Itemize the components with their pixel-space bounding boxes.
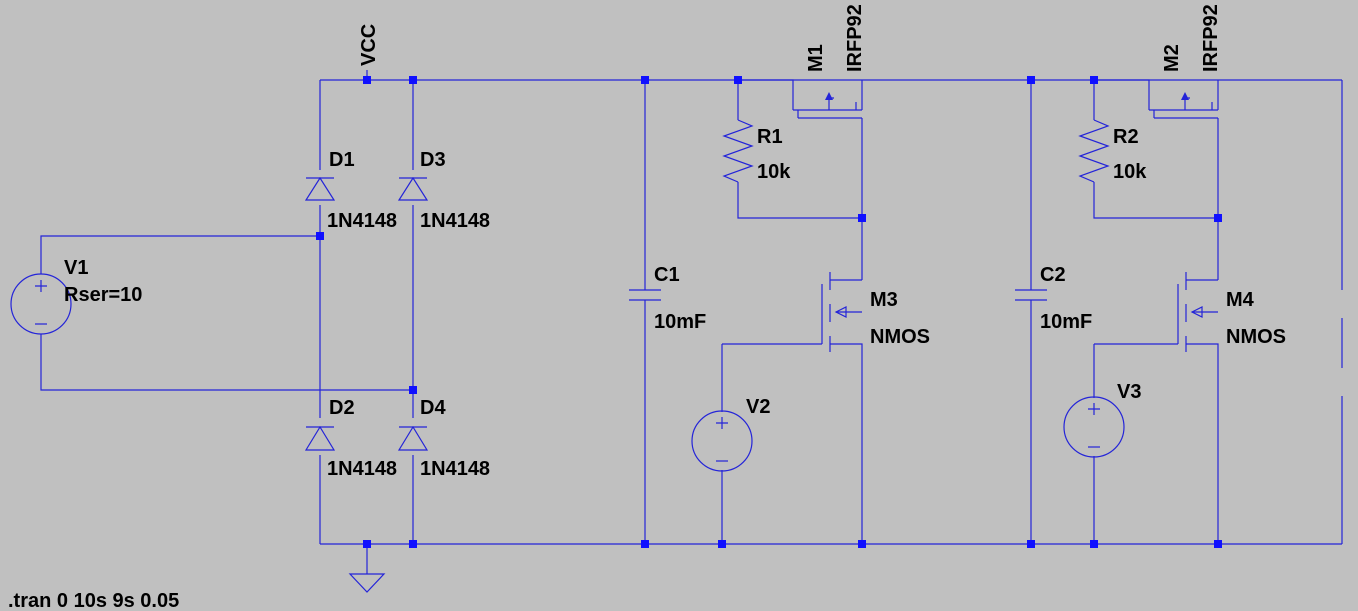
r2-name: R2 xyxy=(1113,126,1139,148)
c2-value: 10mF xyxy=(1040,311,1092,333)
r1-value: 10k xyxy=(757,161,791,183)
m4-name: M4 xyxy=(1226,289,1255,311)
nmos-m3[interactable] xyxy=(821,272,862,352)
capacitor-c2[interactable] xyxy=(1015,289,1047,301)
junctions xyxy=(316,76,1222,548)
capacitor-c1[interactable] xyxy=(629,289,661,301)
resistor-r1[interactable] xyxy=(722,119,754,183)
m3-name: M3 xyxy=(870,289,898,311)
d3-value: 1N4148 xyxy=(420,210,490,232)
d4-name: D4 xyxy=(420,397,446,419)
voltage-source-v1[interactable] xyxy=(10,273,72,335)
v2-name: V2 xyxy=(746,396,770,418)
wires xyxy=(40,70,1343,574)
m3-value: NMOS xyxy=(870,326,930,348)
diode-d1[interactable] xyxy=(304,176,336,201)
r2-value: 10k xyxy=(1113,161,1147,183)
pmos-m1[interactable] xyxy=(793,92,862,119)
voltage-source-v3[interactable] xyxy=(1063,396,1125,458)
m2-value: IRFP92 xyxy=(1200,4,1222,72)
spice-directive[interactable]: .tran 0 10s 9s 0.05 xyxy=(8,590,179,611)
diode-d4[interactable] xyxy=(397,425,429,451)
resistor-r2[interactable] xyxy=(1078,119,1110,183)
d1-name: D1 xyxy=(329,149,355,171)
r1-name: R1 xyxy=(757,126,783,148)
v3-name: V3 xyxy=(1117,381,1141,403)
m2-name: M2 xyxy=(1161,44,1183,72)
m1-value: IRFP92 xyxy=(844,4,866,72)
diode-d2[interactable] xyxy=(304,425,336,451)
v1-name: V1 xyxy=(64,257,88,279)
d3-name: D3 xyxy=(420,149,446,171)
nmos-m4[interactable] xyxy=(1177,272,1218,352)
vcc-net-label: VCC xyxy=(358,24,380,66)
m1-name: M1 xyxy=(805,44,827,72)
c1-value: 10mF xyxy=(654,311,706,333)
m4-value: NMOS xyxy=(1226,326,1286,348)
c2-name: C2 xyxy=(1040,264,1066,286)
diode-d3[interactable] xyxy=(397,176,429,201)
d2-value: 1N4148 xyxy=(327,458,397,480)
ground-symbol[interactable] xyxy=(348,573,386,593)
d4-value: 1N4148 xyxy=(420,458,490,480)
d1-value: 1N4148 xyxy=(327,210,397,232)
c1-name: C1 xyxy=(654,264,680,286)
v1-value: Rser=10 xyxy=(64,284,142,306)
pmos-m2[interactable] xyxy=(1149,92,1218,119)
d2-name: D2 xyxy=(329,397,355,419)
voltage-source-v2[interactable] xyxy=(691,410,753,472)
